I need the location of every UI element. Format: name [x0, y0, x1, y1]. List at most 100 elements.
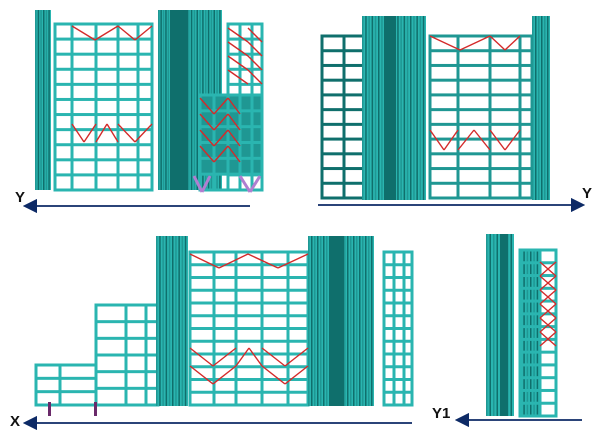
frame-beam	[53, 113, 154, 117]
core-stripe	[530, 250, 532, 416]
core-stripe	[547, 16, 549, 200]
frame-beam	[382, 403, 414, 407]
brace-chevron	[504, 129, 521, 151]
core-stripe	[168, 236, 171, 406]
frame-beam	[382, 339, 414, 343]
frame-column	[320, 36, 324, 198]
brace-chevron	[284, 365, 309, 385]
core-stripe	[416, 16, 418, 200]
frame-column	[554, 250, 558, 416]
brace-diagonal	[213, 129, 229, 147]
core-block-dark	[500, 234, 508, 416]
direction-arrows	[22, 197, 586, 431]
core-stripe	[362, 16, 364, 200]
frame-beam	[94, 336, 160, 340]
brace-chevron	[284, 347, 309, 367]
frame-beam	[320, 181, 366, 185]
core-stripe	[526, 250, 529, 416]
frame-beam	[428, 152, 534, 156]
frame-beam	[198, 141, 264, 144]
core-stripe	[365, 16, 367, 200]
core-stripe	[496, 234, 498, 416]
frame-beam	[518, 299, 558, 303]
brace-diagonal	[227, 41, 249, 57]
frame-beam	[320, 49, 366, 53]
base-brace	[192, 175, 204, 193]
frame-beam	[382, 250, 414, 254]
frame-beam	[382, 288, 414, 292]
core-stripe	[535, 16, 537, 200]
brace-chevron	[189, 365, 214, 385]
brace-vee	[106, 123, 119, 143]
elevation-view-bottom-right	[486, 234, 558, 418]
frame-beam	[382, 276, 414, 279]
brace-diagonal	[227, 113, 241, 131]
core-stripe	[359, 236, 361, 406]
axis-label-top-right: Y	[582, 185, 593, 202]
frame-beam	[94, 353, 160, 357]
brace-chevron	[459, 35, 491, 51]
core-stripe	[43, 10, 45, 190]
frame-beam	[198, 188, 264, 192]
frame-beam	[428, 196, 534, 200]
brace-chevron	[277, 253, 309, 269]
frame-beam	[53, 188, 154, 192]
frame-beam	[188, 327, 310, 330]
frame-beam	[34, 376, 98, 380]
frame-beam	[226, 67, 264, 71]
frame-beam	[198, 156, 264, 160]
core-stripe	[314, 236, 316, 406]
brace-chevron	[218, 253, 249, 269]
core-stripe	[541, 16, 543, 200]
frame-column	[58, 365, 62, 405]
frame-beam	[320, 137, 366, 141]
brace-chevron	[94, 25, 119, 41]
elevation-view-bottom-left	[34, 236, 414, 416]
frame-column	[428, 36, 432, 198]
elevation-view-top-right	[320, 16, 550, 200]
frame-beam	[188, 314, 310, 318]
brace-diagonal	[227, 97, 241, 115]
core-stripe	[410, 16, 412, 200]
frame-column	[136, 24, 140, 190]
core-stripe	[347, 236, 349, 406]
frame-beam	[188, 352, 310, 356]
frame-column	[150, 24, 154, 190]
base-brace	[200, 175, 212, 193]
brace-diagonal	[227, 27, 249, 43]
core-stripe	[311, 236, 313, 406]
frame-beam	[188, 390, 310, 394]
core-block-dark	[384, 16, 396, 200]
column-stub	[94, 402, 97, 416]
brace-vee	[235, 347, 250, 367]
core-stripe	[156, 236, 158, 406]
core-stripe	[323, 236, 325, 406]
frame-beam	[53, 82, 154, 86]
frame-beam	[34, 363, 98, 367]
core-stripe	[350, 236, 352, 406]
brace-diagonal	[539, 261, 557, 277]
frame-beam	[188, 403, 310, 407]
frame-beam	[428, 93, 534, 97]
brace-chevron	[489, 35, 506, 51]
frame-beam	[382, 378, 414, 381]
frame-beam	[320, 34, 366, 38]
core-stripe	[365, 236, 367, 406]
frame-beam	[518, 376, 558, 380]
core-stripe	[181, 236, 184, 406]
frame-beam	[428, 34, 534, 38]
frame-beam	[188, 263, 310, 267]
core-stripe	[172, 236, 174, 406]
frame-beam	[382, 365, 414, 369]
brace-chevron	[504, 35, 521, 51]
axis-label-top-left: Y	[15, 189, 26, 206]
frame-beam	[518, 248, 558, 252]
frame-beam	[320, 78, 366, 82]
frame-beam	[53, 67, 154, 71]
frame-beam	[226, 82, 264, 86]
brace-chevron	[212, 365, 237, 385]
frame-beam	[320, 108, 366, 112]
brace-diagonal	[227, 69, 249, 85]
core-stripe	[413, 16, 415, 200]
core-stripe	[162, 236, 164, 406]
